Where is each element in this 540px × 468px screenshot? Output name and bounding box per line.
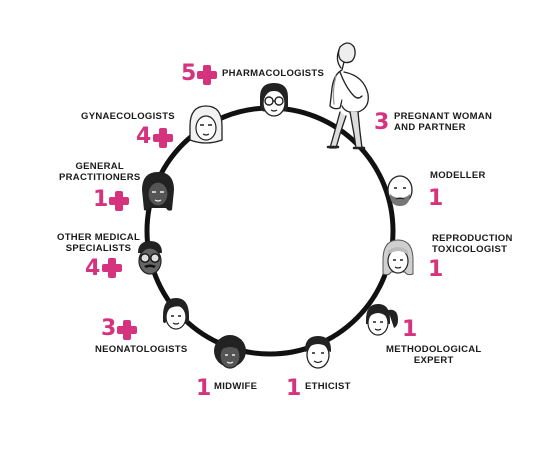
face-dark-hair-man-icon bbox=[305, 336, 331, 369]
ethicist-count: 1 bbox=[286, 376, 302, 401]
ethicist-label: ETHICIST bbox=[305, 381, 351, 392]
toxicologist-count: 1 bbox=[428, 257, 444, 282]
gynaecologists-label: GYNAECOLOGISTS bbox=[81, 111, 175, 122]
pregnant-count: 3 bbox=[374, 110, 390, 135]
methodological-label: METHODOLOGICAL EXPERT bbox=[386, 344, 482, 366]
plus-icon bbox=[109, 191, 129, 211]
gp-label: GENERAL PRACTITIONERS bbox=[59, 161, 141, 183]
pharmacologists-label: PHARMACOLOGISTS bbox=[222, 68, 325, 79]
pregnant-woman-figure-icon bbox=[326, 42, 369, 150]
modeller-label: MODELLER bbox=[430, 170, 486, 181]
plus-icon bbox=[197, 65, 217, 85]
face-curly-hair-woman-icon bbox=[214, 335, 246, 369]
face-headscarf-woman-icon bbox=[189, 105, 223, 144]
midwife-count: 1 bbox=[196, 376, 212, 401]
pregnant-label: PREGNANT WOMAN AND PARTNER bbox=[394, 111, 493, 133]
neonatologists-label: NEONATOLOGISTS bbox=[95, 344, 188, 355]
pharmacologists-count: 5 bbox=[181, 61, 197, 86]
gynaecologists-count: 4 bbox=[136, 124, 152, 149]
face-bald-bearded-man-icon bbox=[387, 175, 413, 206]
face-braids-woman-icon bbox=[142, 172, 174, 211]
face-grey-hair-woman-icon bbox=[382, 239, 414, 276]
other-specialists-count: 4 bbox=[85, 256, 101, 281]
toxicologist-label: REPRODUCTION TOXICOLOGIST bbox=[432, 233, 513, 255]
neonatologists-count: 3 bbox=[101, 316, 117, 341]
midwife-label: MIDWIFE bbox=[214, 381, 258, 392]
plus-icon bbox=[102, 258, 122, 278]
face-ponytail-woman-icon bbox=[366, 304, 398, 336]
face-glasses-woman-icon bbox=[260, 83, 288, 117]
face-glasses-moustache-man-icon bbox=[138, 241, 162, 275]
plus-icon bbox=[117, 320, 137, 340]
face-short-hair-woman-icon bbox=[163, 298, 189, 330]
other-specialists-label: OTHER MEDICAL SPECIALISTS bbox=[57, 232, 141, 254]
plus-icon bbox=[153, 128, 173, 148]
modeller-count: 1 bbox=[428, 186, 444, 211]
methodological-count: 1 bbox=[402, 317, 418, 342]
gp-count: 1 bbox=[93, 187, 109, 212]
